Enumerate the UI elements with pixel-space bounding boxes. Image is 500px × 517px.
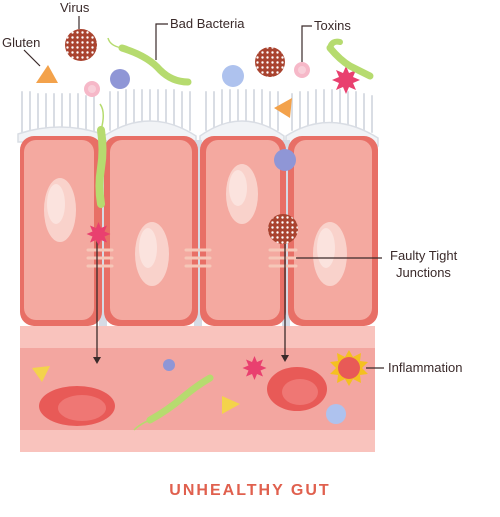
virus-icon (65, 29, 97, 61)
blue-particle-icon (326, 404, 346, 424)
gluten-leader-line (23, 49, 41, 67)
blue-particle-icon (163, 359, 175, 371)
epithelial-cells (20, 136, 378, 326)
toxin-icon (332, 66, 360, 94)
toxins-label: Toxins (314, 18, 351, 33)
epithelial-cell (104, 136, 198, 326)
bad-bacteria-leader-line (155, 23, 168, 60)
bad-bacteria-icon (107, 37, 192, 86)
gluten-icon (222, 396, 240, 414)
epithelial-cell (200, 136, 286, 326)
bad-bacteria-label: Bad Bacteria (170, 16, 245, 31)
vessel-upper-wall (20, 326, 375, 350)
toxin-light-icon (84, 81, 100, 97)
blue-particle-icon (274, 149, 296, 171)
faulty-tight-junctions-label-line1: Faulty Tight (390, 248, 458, 263)
blue-particle-icon (222, 65, 244, 87)
leak-arrowheads (93, 355, 289, 364)
gluten-icon (274, 98, 292, 118)
toxins-virus-icon (255, 47, 285, 77)
microvilli (21, 89, 373, 137)
faulty-tight-junctions-label-line2: Junctions (396, 265, 451, 280)
toxin-icon (86, 222, 111, 246)
toxin-icon (242, 356, 267, 380)
inflammation-label: Inflammation (388, 360, 463, 375)
inflammation-icon (330, 350, 368, 386)
vessel-lower-wall (20, 430, 375, 452)
gluten-icon (32, 366, 50, 382)
virus-in-junction-icon (268, 214, 298, 244)
leak-pathway-arrows (96, 238, 286, 360)
bad-bacteria-icon (133, 374, 214, 431)
label-leader-lines (23, 16, 384, 369)
gluten-label: Gluten (2, 35, 41, 50)
toxin-light-icon (294, 62, 310, 78)
epithelial-cell (288, 136, 378, 326)
bad-bacteria-icon (326, 38, 374, 80)
gluten-icon (36, 65, 58, 83)
epithelial-cell (20, 136, 102, 326)
red-blood-cell (267, 367, 327, 411)
blue-particle-icon (110, 69, 130, 89)
virus-label: Virus (60, 0, 90, 15)
diagram-caption: UNHEALTHY GUT (169, 482, 331, 499)
toxins-leader-line (301, 25, 312, 62)
bacteria-in-gap-icon (95, 103, 107, 208)
red-blood-cell (39, 386, 115, 426)
tight-junctions (86, 248, 298, 268)
